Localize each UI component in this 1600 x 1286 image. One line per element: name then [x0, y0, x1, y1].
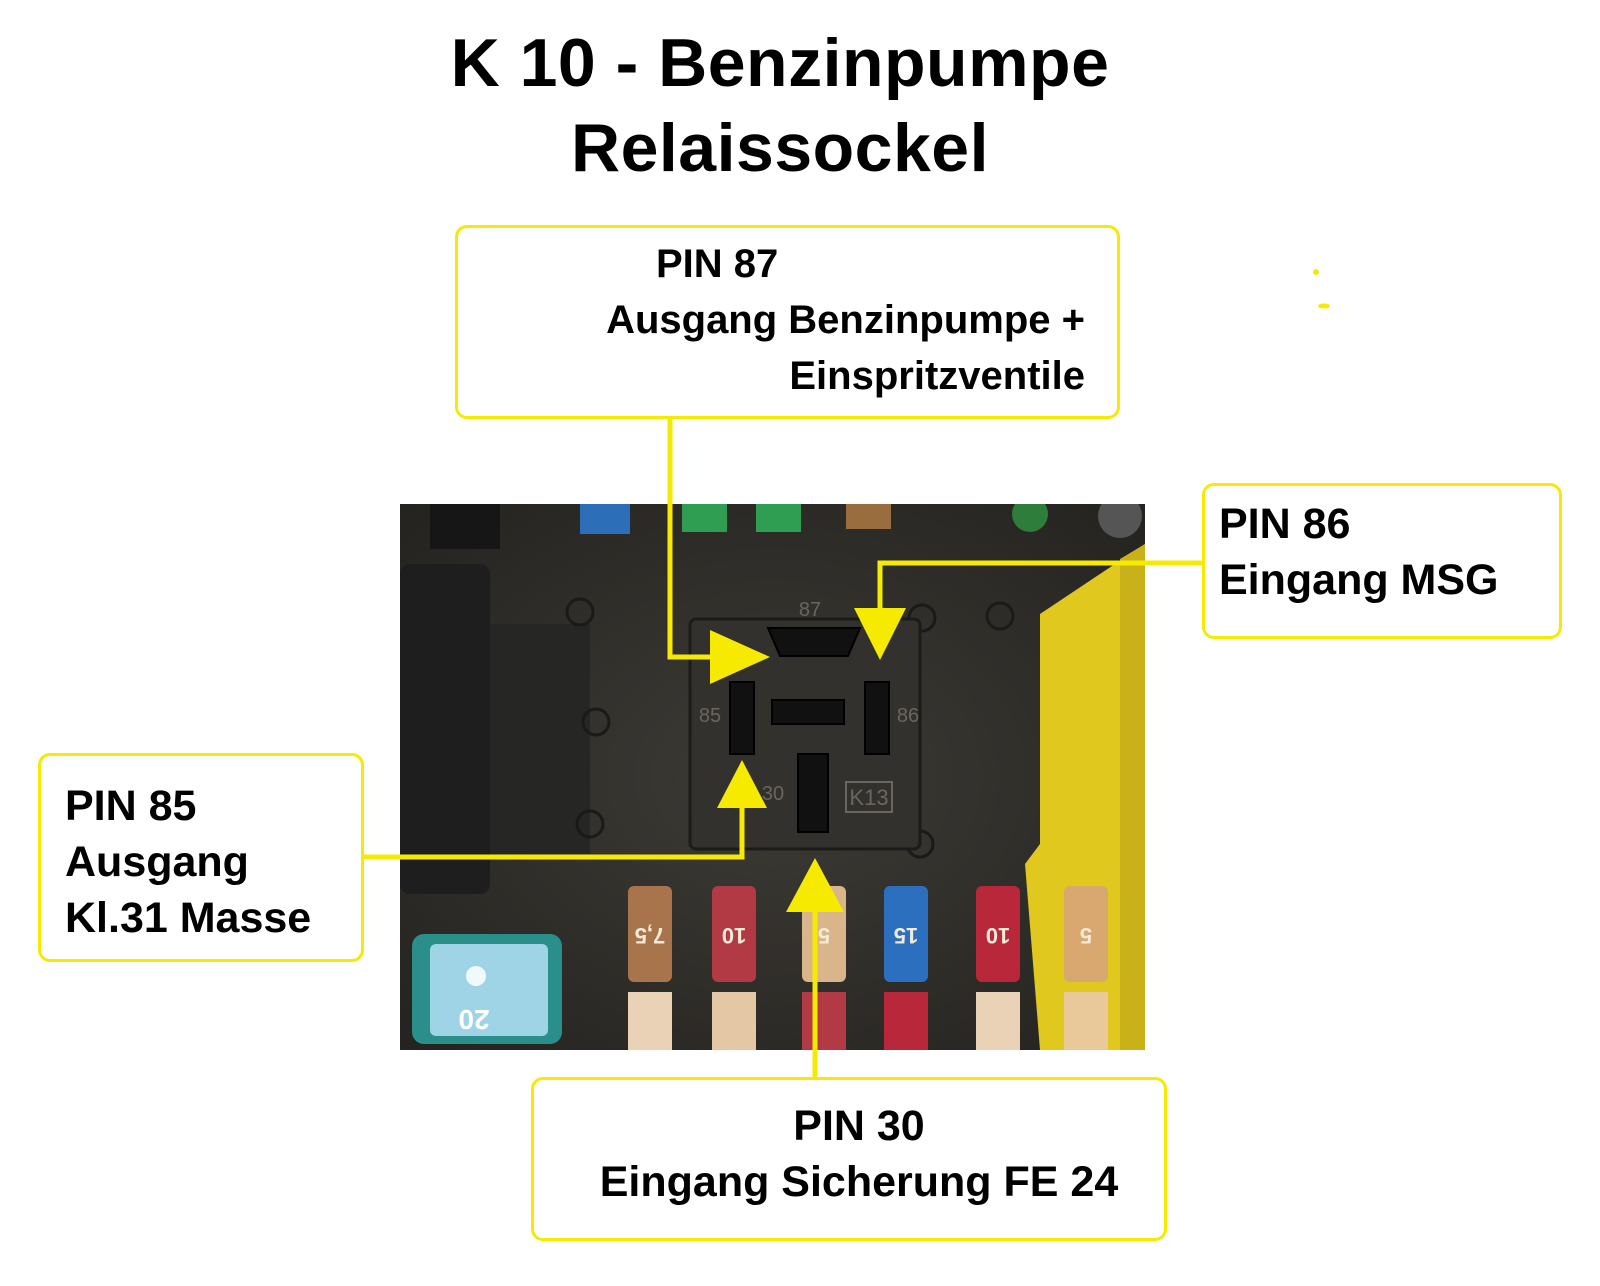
label-87: 87: [799, 599, 821, 621]
top-fuse-blue: [580, 504, 630, 534]
arrow-head-86: [854, 608, 906, 660]
fuse-label: 7,5: [635, 923, 666, 948]
pin-86-slot: [864, 681, 890, 755]
arrow-line-85: [364, 800, 745, 860]
fuse-box-illustration: 87 86 85 30 K13 7,5 10 5 15 10 5: [400, 504, 1145, 1050]
relay-label: K13: [849, 785, 888, 810]
label-85: 85: [699, 705, 721, 727]
top-fuse-green: [682, 504, 727, 532]
fuse-label: 5: [818, 923, 830, 948]
callout-pin-85-title: PIN 85: [65, 782, 197, 830]
top-fuse-green: [756, 504, 801, 532]
callout-pin-86-title: PIN 86: [1219, 500, 1351, 548]
fuse-label: 15: [894, 923, 918, 948]
fuse-10: [712, 886, 756, 982]
fuse-label: 10: [722, 923, 746, 948]
callout-pin-30: PIN 30 Eingang Sicherung FE 24: [531, 1077, 1167, 1241]
callout-pin-87-title: PIN 87: [656, 242, 779, 286]
fuse-label: 5: [1080, 923, 1092, 948]
fuse-7-5: [628, 886, 672, 982]
page-subtitle: Relaissockel: [570, 110, 990, 186]
page-title: K 10 - Benzinpumpe: [450, 25, 1110, 101]
arrow-line-86: [877, 560, 1202, 608]
callout-pin-85-line3: Kl.31 Masse: [65, 894, 312, 942]
callout-pin-86-line2: Eingang MSG: [1219, 556, 1499, 604]
arrow-line-87: [667, 419, 715, 660]
maxi-fuse-label: 20: [458, 1004, 489, 1035]
label-30: 30: [762, 783, 784, 805]
callout-pin-30-line2: Eingang Sicherung FE 24: [599, 1158, 1119, 1206]
arrow-head-85: [717, 760, 767, 808]
arrow-head-87: [710, 630, 770, 684]
callout-pin-30-title: PIN 30: [793, 1102, 925, 1150]
callout-pin-87-line2: Ausgang Benzinpumpe +: [606, 298, 1085, 342]
callout-pin-87-line3: Einspritzventile: [789, 354, 1085, 398]
relay-socket-photo: 87 86 85 30 K13 7,5 10 5 15 10 5: [400, 504, 1145, 1050]
arrow-head-30: [786, 858, 844, 912]
pin-85-slot: [729, 681, 755, 755]
fuse-10b: [976, 886, 1020, 982]
callout-pin-85: PIN 85 Ausgang Kl.31 Masse: [38, 753, 364, 962]
callout-pin-87: PIN 87 Ausgang Benzinpumpe + Einspritzve…: [455, 225, 1120, 419]
pin-30-slot: [797, 753, 829, 833]
fuse-15: [884, 886, 928, 982]
top-fuse-brown: [846, 504, 891, 529]
label-86: 86: [897, 705, 919, 727]
left-relay: [400, 564, 490, 894]
fuse-label: 10: [986, 923, 1010, 948]
fuse-5b: [1064, 886, 1108, 982]
pin-87-slot: [766, 627, 862, 657]
center-slot: [771, 699, 845, 725]
callout-pin-86: PIN 86 Eingang MSG: [1202, 483, 1562, 639]
callout-pin-85-line2: Ausgang: [65, 838, 249, 886]
yellow-relay: [1025, 544, 1145, 1050]
fuse-row: 7,5 10 5 15 10 5: [628, 886, 1108, 1050]
